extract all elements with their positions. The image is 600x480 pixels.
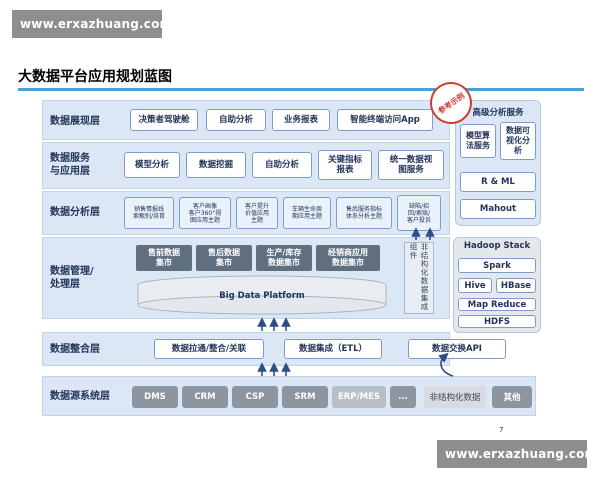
hadoop-hbase: HBase — [496, 278, 536, 293]
integration-item-api: 数据交换API — [408, 339, 506, 359]
page-number: 7 — [499, 426, 504, 434]
analysis-item-vehicle-lifecycle-text: 车辆生命周 期应用主题 — [291, 206, 322, 220]
analysis-item-sales-leads-text: 销售情报线 索甄别/培育 — [132, 206, 166, 220]
source-ellipsis: ... — [390, 386, 416, 408]
mart-production-inventory-text: 生产/库存 数据集市 — [266, 248, 302, 267]
advanced-item-visualization-text: 数据可 视化分 析 — [506, 126, 530, 155]
source-crm: CRM — [182, 386, 228, 408]
integration-layer-label: 数据整合层 — [50, 344, 100, 355]
source-srm: SRM — [282, 386, 328, 408]
mart-pre-sales-text: 售前数据 集市 — [148, 248, 180, 267]
hadoop-mapreduce: Map Reduce — [458, 298, 536, 311]
presentation-item-report: 业务报表 — [272, 109, 330, 131]
unstructured-integration-component: 非结构化数据集成组件 — [404, 242, 434, 314]
analysis-item-defect-recall-text: 缺陷/招 回/索赔/ 客户投诉 — [406, 202, 431, 224]
analysis-item-customer-value: 客户提升 价值应用 主题 — [236, 197, 278, 229]
analysis-item-defect-recall: 缺陷/招 回/索赔/ 客户投诉 — [397, 195, 441, 231]
hadoop-hdfs: HDFS — [458, 315, 536, 328]
presentation-item-mobile-app: 智能终端访问App — [337, 109, 433, 131]
presentation-item-self-analysis: 自助分析 — [206, 109, 266, 131]
source-other: 其他 — [492, 386, 532, 408]
watermark-top: www.erxazhuang.com — [12, 10, 172, 38]
service-item-self-analysis: 自助分析 — [252, 152, 312, 178]
mart-production-inventory: 生产/库存 数据集市 — [256, 245, 312, 271]
integration-item-link: 数据拉通/整合/关联 — [154, 339, 264, 359]
big-data-platform-label: Big Data Platform — [219, 291, 305, 301]
mart-dealer-text: 经销商应用 数据集市 — [328, 248, 368, 267]
service-item-kpi-report: 关键指标 报表 — [318, 150, 372, 180]
service-item-unified-view-text: 统一数据视 图服务 — [389, 155, 433, 175]
presentation-item-cockpit: 决策者驾驶舱 — [130, 109, 198, 131]
source-csp: CSP — [232, 386, 278, 408]
analysis-item-customer-value-text: 客户提升 价值应用 主题 — [244, 202, 269, 224]
service-layer-label: 数据服务 与应用层 — [50, 152, 90, 178]
service-item-kpi-report-text: 关键指标 报表 — [327, 155, 362, 175]
service-item-model: 模型分析 — [124, 152, 180, 178]
advanced-item-visualization: 数据可 视化分 析 — [500, 122, 536, 160]
advanced-analytics-title: 高级分析服务 — [472, 108, 524, 118]
analysis-item-after-sales: 售后服务指标 体系分析主题 — [336, 197, 392, 229]
analysis-item-sales-leads: 销售情报线 索甄别/培育 — [124, 197, 174, 229]
integration-item-etl: 数据集成（ETL） — [284, 339, 382, 359]
management-layer-label-line1: 数据管理/ — [50, 266, 94, 277]
advanced-item-model-service-text: 模型算 法服务 — [466, 131, 490, 150]
title-rule — [18, 88, 584, 91]
arrows-source-to-integration — [257, 362, 291, 376]
service-layer-label-line1: 数据服务 — [50, 153, 90, 164]
analysis-item-vehicle-lifecycle: 车辆生命周 期应用主题 — [283, 197, 331, 229]
service-item-mining: 数据挖掘 — [186, 152, 246, 178]
service-layer-label-line2: 与应用层 — [50, 166, 90, 177]
analysis-item-customer-360: 客户画像 客户360°视 图应用主题 — [179, 197, 231, 229]
advanced-item-mahout: Mahout — [460, 199, 536, 219]
mart-dealer: 经销商应用 数据集市 — [316, 245, 380, 271]
mart-after-sales-text: 售后数据 集市 — [208, 248, 240, 267]
source-unstructured: 非结构化数据 — [424, 386, 486, 408]
advanced-item-rml: R & ML — [460, 172, 536, 192]
mart-after-sales: 售后数据 集市 — [196, 245, 252, 271]
management-layer-label-line2: 处理层 — [50, 279, 80, 290]
analysis-item-customer-360-text: 客户画像 客户360°视 图应用主题 — [188, 202, 222, 224]
mart-pre-sales: 售前数据 集市 — [136, 245, 192, 271]
watermark-bottom: www.erxazhuang.com — [437, 440, 597, 468]
presentation-layer-label: 数据展现层 — [50, 116, 100, 127]
analysis-item-after-sales-text: 售后服务指标 体系分析主题 — [345, 206, 382, 220]
management-layer-label: 数据管理/ 处理层 — [50, 265, 94, 291]
analysis-layer-label: 数据分析层 — [50, 207, 100, 218]
page-title: 大数据平台应用规划蓝图 — [18, 69, 172, 85]
source-erp-mes: ERP/MES — [332, 386, 386, 408]
arrows-integration-to-management — [257, 317, 291, 331]
advanced-item-model-service: 模型算 法服务 — [460, 124, 496, 158]
source-dms: DMS — [132, 386, 178, 408]
hadoop-stack-title: Hadoop Stack — [463, 241, 531, 251]
hadoop-hive: Hive — [458, 278, 492, 293]
source-layer-label: 数据源系统层 — [50, 391, 110, 402]
hadoop-spark: Spark — [458, 258, 536, 273]
service-item-unified-view: 统一数据视 图服务 — [378, 150, 444, 180]
